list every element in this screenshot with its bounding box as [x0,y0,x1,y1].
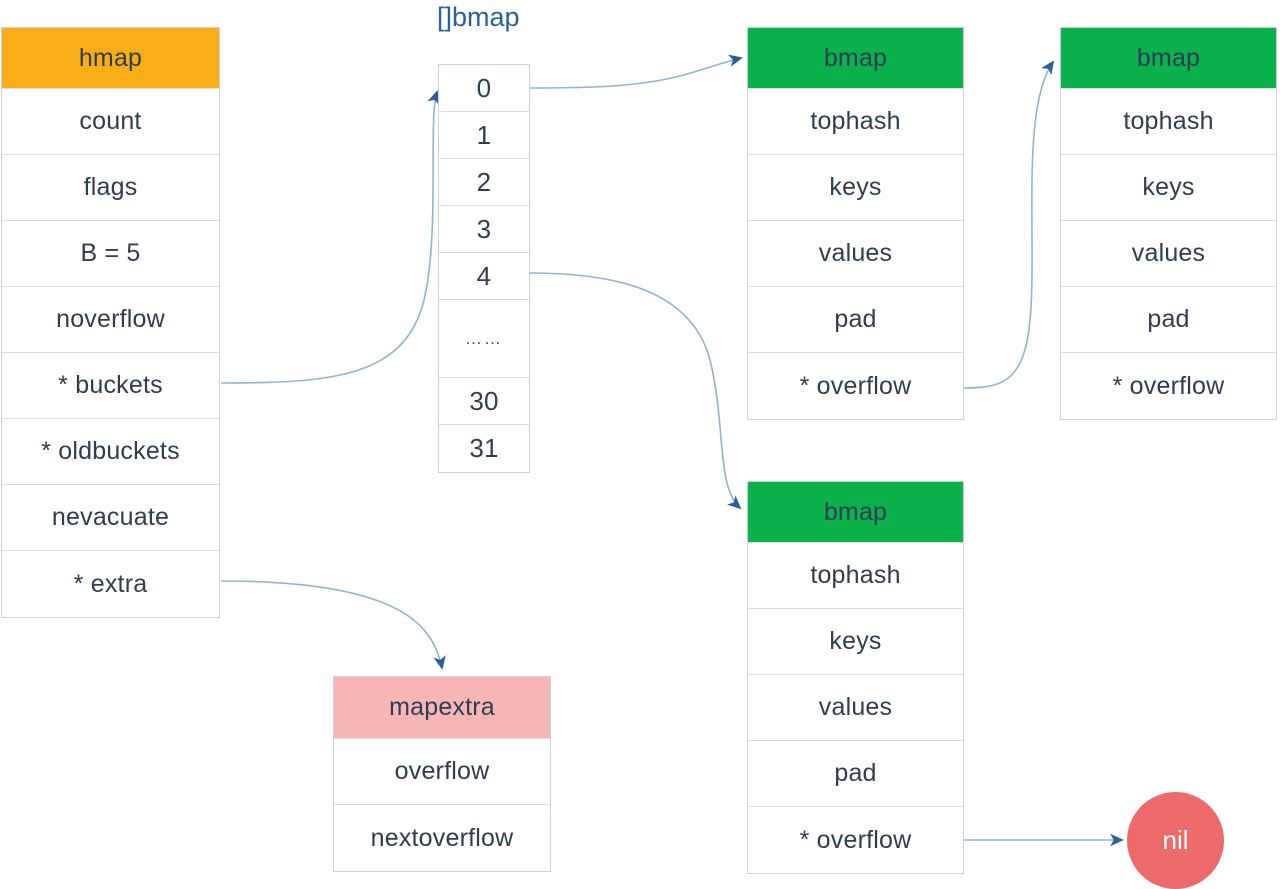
bucket-cell-30: 30 [439,378,529,425]
hmap-header: hmap [2,28,219,89]
bmap2-header: bmap [1061,28,1276,89]
bmap1-struct: bmap tophash keys values pad * overflow [747,27,964,420]
bmap3-field-keys: keys [748,609,963,675]
edge-bmap1-overflow-to-bmap2 [963,60,1055,389]
bmap3-field-overflow: * overflow [748,807,963,873]
edge-buckets-to-bucketarray [220,90,440,384]
bmap3-header: bmap [748,482,963,543]
hmap-field-nevacuate: nevacuate [2,485,219,551]
bucket-array: 0 1 2 3 4 …… 30 31 [438,64,530,473]
mapextra-field-nextoverflow: nextoverflow [334,805,550,871]
bmap1-field-tophash: tophash [748,89,963,155]
bucket-cell-ellipsis: …… [439,300,529,378]
bmap2-field-pad: pad [1061,287,1276,353]
hmap-struct: hmap count flags B = 5 noverflow * bucke… [1,27,220,618]
bmap3-field-tophash: tophash [748,543,963,609]
hmap-field-b: B = 5 [2,221,219,287]
hmap-field-flags: flags [2,155,219,221]
bmap3-struct: bmap tophash keys values pad * overflow [747,481,964,874]
bmap1-header: bmap [748,28,963,89]
bmap2-field-values: values [1061,221,1276,287]
bmap2-struct: bmap tophash keys values pad * overflow [1060,27,1277,420]
edge-extra-to-mapextra [220,580,446,670]
bmap3-field-values: values [748,675,963,741]
bmap1-field-values: values [748,221,963,287]
bucket-cell-2: 2 [439,159,529,206]
bmap1-field-keys: keys [748,155,963,221]
hmap-field-count: count [2,89,219,155]
mapextra-field-overflow: overflow [334,739,550,805]
hmap-field-extra: * extra [2,551,219,617]
bmap3-field-pad: pad [748,741,963,807]
edge-bucket0-to-bmap1 [529,54,743,89]
mapextra-header: mapextra [334,677,550,739]
bucket-cell-4: 4 [439,253,529,300]
bmap1-field-overflow: * overflow [748,353,963,419]
bmap2-field-keys: keys [1061,155,1276,221]
nil-node: nil [1127,792,1224,889]
mapextra-struct: mapextra overflow nextoverflow [333,676,551,872]
hmap-field-oldbuckets: * oldbuckets [2,419,219,485]
bucket-cell-1: 1 [439,112,529,159]
hmap-field-buckets: * buckets [2,353,219,419]
bmap2-field-tophash: tophash [1061,89,1276,155]
hmap-field-noverflow: noverflow [2,287,219,353]
bmap2-field-overflow: * overflow [1061,353,1276,419]
bucket-cell-0: 0 [439,65,529,112]
bmap1-field-pad: pad [748,287,963,353]
bucket-array-title: []bmap [437,2,520,32]
edge-bucket4-to-bmap3 [529,272,742,510]
bucket-cell-31: 31 [439,425,529,472]
bucket-cell-3: 3 [439,206,529,253]
